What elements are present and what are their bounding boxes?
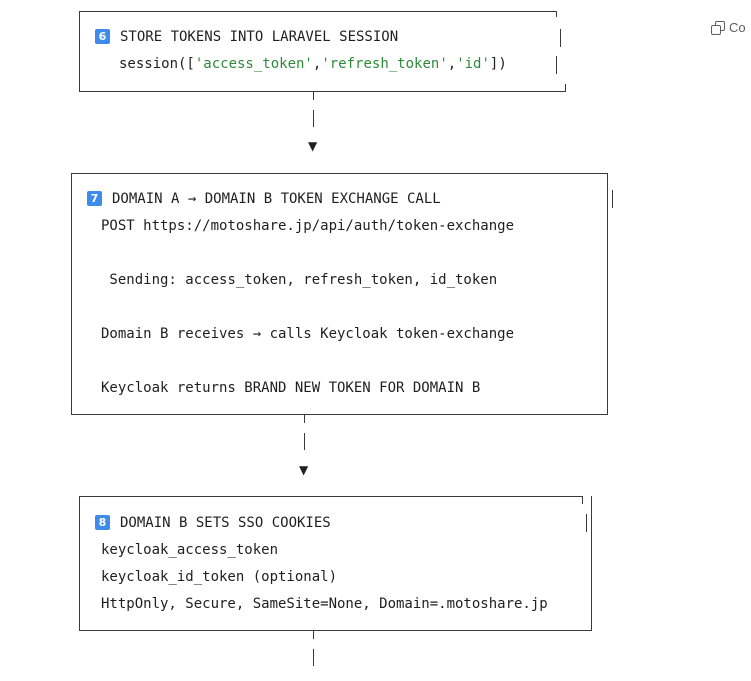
- code-suffix: ]): [489, 56, 507, 72]
- step-6-badge: 6: [95, 29, 110, 44]
- step-8-border-piece: [586, 514, 587, 532]
- step-7-border-piece: [612, 190, 613, 208]
- connector-line: [304, 433, 305, 450]
- step-6-bottom-border: [79, 91, 566, 92]
- step-6-border-piece: [556, 11, 557, 17]
- connector-line: [313, 631, 314, 639]
- step-8-line-1: keycloak_access_token: [101, 542, 279, 558]
- step-8-badge: 8: [95, 515, 110, 530]
- step-8-line-2: keycloak_id_token (optional): [101, 569, 338, 585]
- code-prefix: session([: [119, 56, 195, 72]
- step-8-border-piece: [582, 496, 583, 504]
- step-8-title: DOMAIN B SETS SSO COOKIES: [120, 515, 331, 531]
- step-7-box: [71, 173, 608, 415]
- step-7-badge: 7: [87, 191, 102, 206]
- step-6-border-piece: [560, 29, 561, 47]
- step-6-title: STORE TOKENS INTO LARAVEL SESSION: [120, 29, 399, 45]
- step-6-code: session(['access_token','refresh_token',…: [119, 51, 507, 78]
- step-6-border-piece: [556, 56, 557, 74]
- connector-line: [313, 649, 314, 666]
- step-7-line-2: Sending: access_token, refresh_token, id…: [101, 272, 498, 288]
- copy-icon: [711, 20, 725, 35]
- connector-line: [313, 92, 314, 100]
- step-8-title-row: 8 DOMAIN B SETS SSO COOKIES: [95, 510, 331, 537]
- step-7-line-3: Domain B receives → calls Keycloak token…: [101, 326, 515, 342]
- step-6-border-piece: [565, 84, 566, 92]
- step-7-title-row: 7 DOMAIN A → DOMAIN B TOKEN EXCHANGE CALL: [87, 186, 441, 213]
- code-sep: ,: [447, 56, 457, 72]
- step-8-box: [79, 496, 592, 631]
- step-7-line-1: POST https://motoshare.jp/api/auth/token…: [101, 218, 515, 234]
- copy-button[interactable]: Co: [711, 20, 746, 35]
- code-string: 'access_token': [194, 56, 313, 72]
- step-8-top-border: [79, 496, 583, 497]
- connector-line: [304, 415, 305, 423]
- connector-line: [313, 110, 314, 127]
- down-arrow-icon: ▼: [308, 139, 318, 153]
- step-8-line-3: HttpOnly, Secure, SameSite=None, Domain=…: [101, 596, 548, 612]
- step-6-box: [79, 11, 557, 92]
- down-arrow-icon: ▼: [299, 463, 309, 477]
- code-sep: ,: [312, 56, 322, 72]
- step-7-title: DOMAIN A → DOMAIN B TOKEN EXCHANGE CALL: [112, 191, 441, 207]
- code-string: 'refresh_token': [321, 56, 448, 72]
- copy-label: Co: [729, 20, 746, 35]
- code-string: 'id': [456, 56, 490, 72]
- step-6-title-row: 6 STORE TOKENS INTO LARAVEL SESSION: [95, 24, 398, 51]
- step-7-line-4: Keycloak returns BRAND NEW TOKEN FOR DOM…: [101, 380, 481, 396]
